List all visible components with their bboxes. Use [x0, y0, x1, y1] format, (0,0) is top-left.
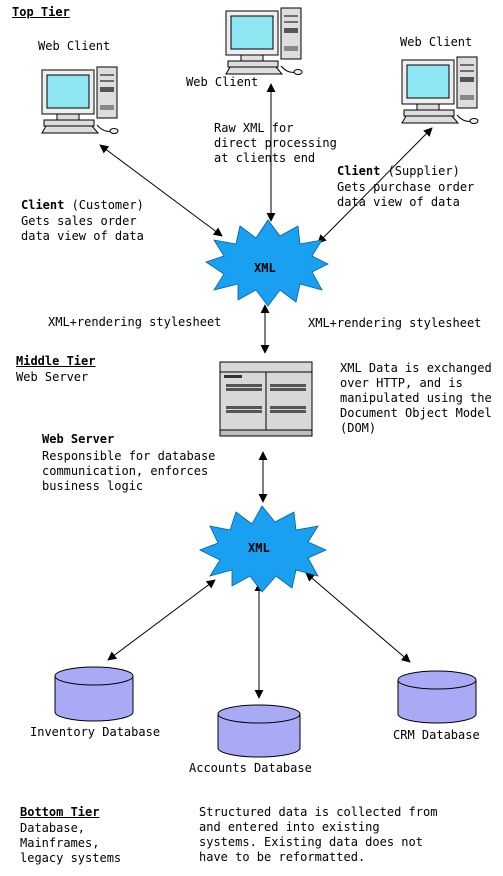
client-customer-desc: Gets sales order data view of data: [21, 214, 144, 243]
top-tier-heading: Top Tier: [12, 5, 70, 19]
web-server-title: Web Server: [42, 432, 115, 446]
arrow-inventory: [107, 579, 216, 661]
client-supplier-bold: Client: [337, 164, 381, 178]
crm-database-label: CRM Database: [393, 728, 480, 742]
accounts-database-cylinder: [217, 704, 301, 758]
stylesheet-right-label: XML+rendering stylesheet: [308, 316, 482, 330]
stylesheet-left-label: XML+rendering stylesheet: [48, 315, 222, 329]
inventory-database-label: Inventory Database: [30, 725, 161, 739]
web-server-desc: Responsible for database communication, …: [42, 449, 216, 493]
web-client-left-label: Web Client: [38, 39, 111, 53]
raw-xml-note: Raw XML for direct processing at clients…: [214, 121, 337, 165]
web-client-center-label: Web Client: [186, 75, 259, 89]
middle-tier-subheading: Web Server: [16, 370, 89, 384]
bottom-tier-note: Structured data is collected from and en…: [199, 805, 438, 864]
web-client-center-computer: [225, 7, 303, 75]
web-client-right-computer: [401, 56, 479, 124]
client-supplier-desc: Gets purchase order data view of data: [337, 180, 475, 209]
xml-burst-bottom-label: XML: [248, 541, 270, 555]
client-customer-title: Client (Customer): [21, 198, 144, 213]
crm-database-cylinder: [397, 670, 477, 724]
web-server-graphic: [219, 361, 313, 437]
arrow-left-client: [99, 144, 223, 237]
xml-burst-bottom: [199, 505, 327, 593]
xml-burst-top: [205, 219, 329, 307]
middle-tier-heading: Middle Tier: [16, 354, 96, 368]
bottom-tier-heading: Bottom Tier: [20, 805, 100, 819]
inventory-database-cylinder: [54, 666, 134, 722]
client-supplier-role: (Supplier): [380, 164, 460, 178]
xml-exchange-note: XML Data is exchanged over HTTP, and is …: [340, 361, 492, 435]
client-customer-bold: Client: [21, 198, 65, 212]
arrow-crm: [305, 572, 411, 663]
web-client-left-computer: [41, 66, 119, 134]
bottom-tier-desc: Database, Mainframes, legacy systems: [20, 821, 122, 865]
arrow-right-client: [317, 127, 433, 244]
client-customer-role: (Customer): [64, 198, 144, 212]
web-client-right-label: Web Client: [400, 35, 473, 49]
xml-burst-top-label: XML: [254, 261, 276, 275]
client-supplier-title: Client (Supplier): [337, 164, 460, 179]
accounts-database-label: Accounts Database: [189, 761, 312, 775]
